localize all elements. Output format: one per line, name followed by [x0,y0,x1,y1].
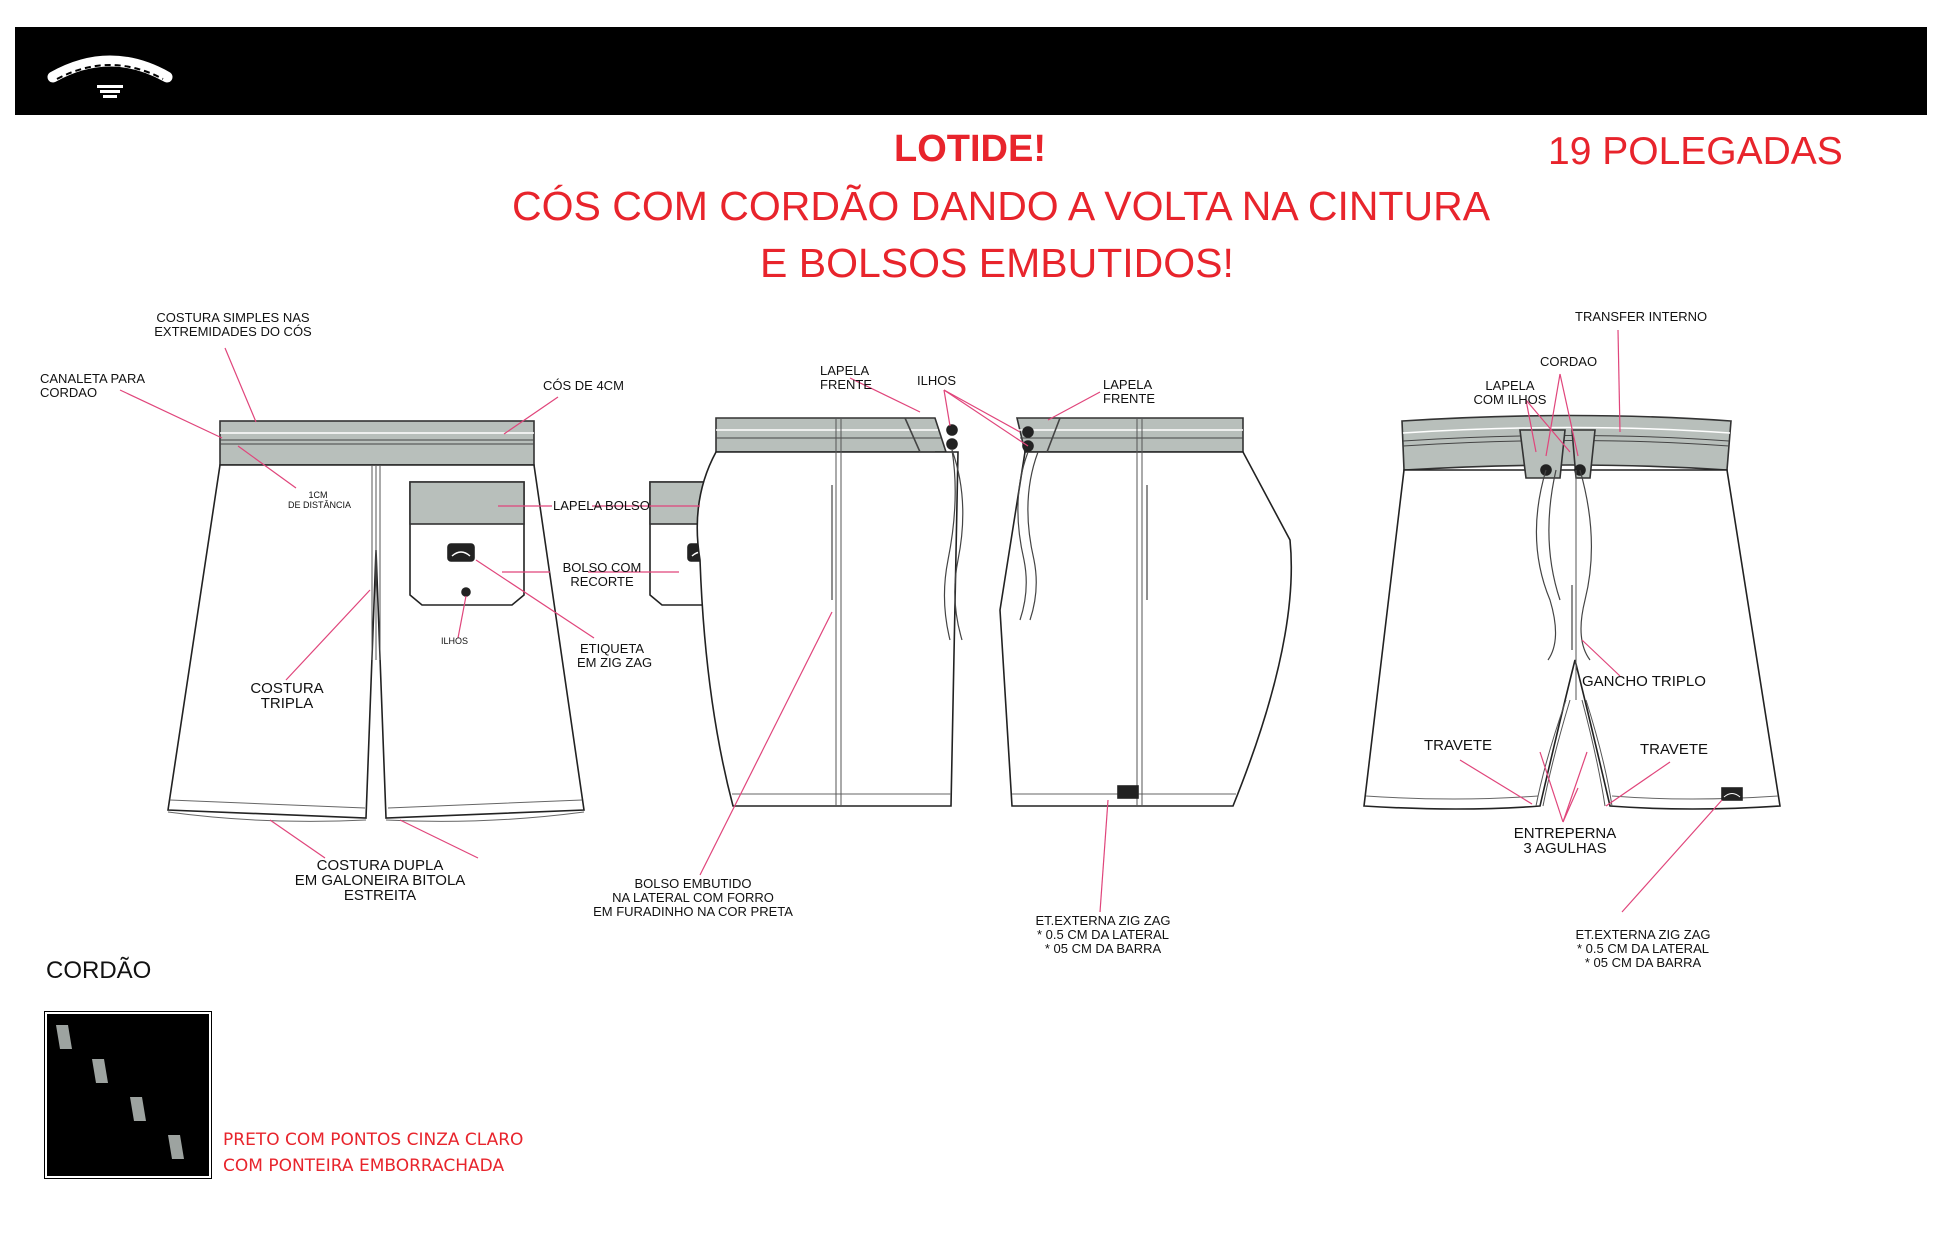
billabong-logo-icon [47,55,173,98]
callout-text: TRIPLA [260,695,314,712]
leader-lines [119,329,1723,913]
callout-ilhos: ILHOS [917,373,957,388]
callout-et-externa-mid: ET.EXTERNA ZIG ZAG * 0.5 CM DA LATERAL *… [1013,914,1193,956]
callout-text: EM GALONEIRA BITOLA [294,872,466,889]
cord-description: PRETO COM PONTOS CINZA CLARO COM PONTEIR… [223,1127,523,1179]
callout-text: CANALETA PARA [40,371,145,386]
callout-text: ETIQUETA [579,641,645,656]
callout-text: * 0.5 CM DA LATERAL [1037,927,1169,942]
headline-line-3: E BOLSOS EMBUTIDOS! [760,240,1234,286]
callout-text: * 0.5 CM DA LATERAL [1577,941,1709,956]
callout-lapela-frente-right: LAPELA FRENTE [1103,378,1155,406]
side-view-left-shorts [696,417,964,807]
callout-transfer: TRANSFER INTERNO [1575,309,1708,324]
cord-description-line: COM PONTEIRA EMBORRACHADA [223,1156,505,1176]
side-view-right-shorts [999,417,1293,807]
cord-swatch [47,1014,209,1176]
callout-text: * 05 CM DA BARRA [1584,955,1702,970]
callout-et-externa-right: ET.EXTERNA ZIG ZAG * 0.5 CM DA LATERAL *… [1553,928,1733,970]
callout-travete-left: TRAVETE [1424,737,1493,754]
callout-text: 3 AGULHAS [1523,840,1607,857]
back-pocket-flap [409,481,525,525]
callout-gancho: GANCHO TRIPLO [1582,673,1706,690]
callout-cos-4cm: CÓS DE 4CM [543,378,624,393]
callout-text: COSTURA SIMPLES NAS [156,310,310,325]
callout-etiqueta: ETIQUETA EM ZIG ZAG [577,641,653,670]
callout-text: 1CM [308,490,328,500]
callout-lapela-frente-left: LAPELA FRENTE [820,364,872,392]
callout-text: BOLSO EMBUTIDO [634,876,752,891]
callout-text: NA LATERAL COM FORRO [612,890,774,905]
callout-bolso-recorte: BOLSO COM RECORTE [562,561,642,589]
callout-text: * 05 CM DA BARRA [1044,941,1162,956]
callout-text: COSTURA [250,680,324,697]
callout-distancia: 1CM DE DISTÂNCIA [288,490,352,510]
callout-costura-simples: COSTURA SIMPLES NAS EXTREMIDADES DO CÓS [143,311,323,339]
callout-text: ESTREITA [343,887,417,904]
callout-text: ET.EXTERNA ZIG ZAG [1035,913,1171,928]
back-view-shorts [167,420,765,822]
callout-text: LAPELA [820,363,870,378]
cord-swatch-pattern-icon [56,1025,184,1159]
callout-text: EXTREMIDADES DO CÓS [154,324,312,339]
callout-travete-right: TRAVETE [1640,741,1709,758]
cord-title: CORDÃO [46,957,152,984]
callout-text: EM FURADINHO NA COR PRETA [593,904,793,919]
callout-text: FRENTE [820,377,872,392]
callout-text: DE DISTÂNCIA [288,500,352,510]
callout-text: FRENTE [1103,391,1155,406]
callout-canaleta: CANALETA PARA CORDAO [40,372,145,400]
callout-lapela-bolso: LAPELA BOLSO [553,498,650,513]
callout-lapela-ilhos: LAPELA COM ILHOS [1470,379,1550,407]
callout-bolso-embutido: BOLSO EMBUTIDO NA LATERAL COM FORRO EM F… [573,877,813,919]
cord-description-line: PRETO COM PONTOS CINZA CLARO [223,1130,524,1150]
callout-text: LAPELA [1103,377,1153,392]
callout-entreperna: ENTREPERNA 3 AGULHAS [1505,826,1625,856]
callout-text: RECORTE [570,574,634,589]
headline-line-2: CÓS COM CORDÃO DANDO A VOLTA NA CINTURA [512,183,1491,229]
header-bar [15,27,1927,115]
callout-costura-tripla: COSTURA TRIPLA [247,681,327,711]
callout-text: ET.EXTERNA ZIG ZAG [1575,927,1711,942]
size-label: 19 POLEGADAS [1548,130,1843,173]
callout-ilhos-small: ILHOS [441,636,469,646]
callout-cordao-label: CORDAO [1540,354,1598,369]
front-view-shorts [1363,414,1781,810]
callout-text: EM ZIG ZAG [577,655,653,670]
callout-text: BOLSO COM [562,560,642,575]
back-waistband [219,420,535,466]
callout-text: CORDAO [40,385,98,400]
callout-text: COM ILHOS [1473,392,1547,407]
callout-text: ENTREPERNA [1513,825,1617,842]
callout-text: LAPELA [1485,378,1535,393]
callout-costura-dupla: COSTURA DUPLA EM GALONEIRA BITOLA ESTREI… [280,858,480,903]
callout-text: COSTURA DUPLA [316,857,444,874]
headline-line-1: LOTIDE! [894,128,1046,170]
